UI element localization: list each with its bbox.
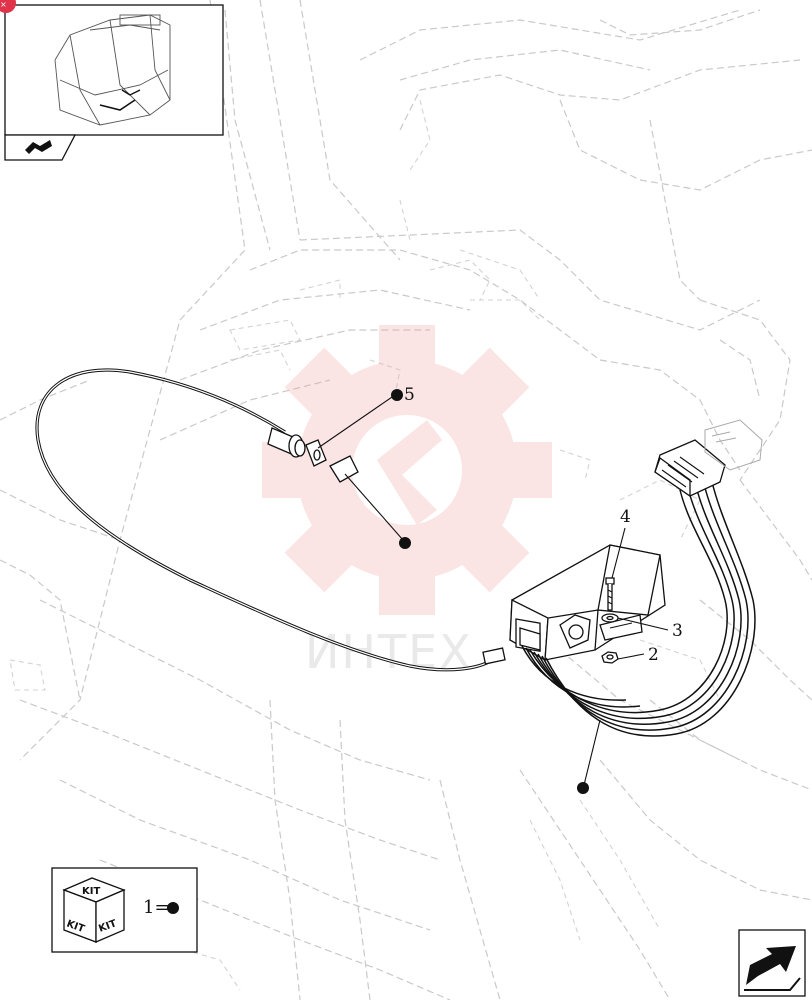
washer: [601, 613, 619, 623]
thumbnail-frame[interactable]: [4, 4, 224, 161]
badge-icon: ×: [0, 0, 16, 13]
control-module: [509, 544, 666, 662]
antenna-connector: [267, 427, 359, 483]
wire-harness: [521, 481, 756, 737]
callout-3-label: 3: [672, 621, 683, 641]
callout-4-label: 4: [620, 507, 631, 527]
kit-top-label: KIT: [82, 886, 100, 897]
kit-equation: 1=: [143, 897, 170, 918]
harness-connector: [654, 439, 726, 498]
kit-legend: KIT KIT KIT 1=: [51, 867, 198, 953]
next-arrow-icon[interactable]: [738, 929, 806, 997]
callout-kit-dot-lower: [577, 719, 601, 794]
callout-kit-dot-upper: [344, 473, 411, 549]
callout-2-label: 2: [648, 645, 659, 665]
back-arrow-icon[interactable]: [4, 134, 77, 161]
callout-3: 3: [617, 617, 683, 641]
kit-cube-icon: KIT KIT KIT: [62, 877, 126, 943]
callout-2: 2: [617, 645, 659, 665]
callout-5: 5: [317, 385, 415, 449]
main-cable: [35, 368, 506, 672]
callout-5-label: 5: [404, 385, 415, 405]
svg-text:×: ×: [0, 0, 7, 9]
nut: [601, 651, 619, 664]
ghost-relay: [704, 419, 763, 471]
kit-dot: [167, 902, 179, 914]
bolt: [605, 577, 615, 611]
watermark-gear-icon: [262, 325, 552, 615]
callout-4: 4: [611, 507, 631, 579]
cab-overview-thumbnail: [54, 14, 171, 126]
